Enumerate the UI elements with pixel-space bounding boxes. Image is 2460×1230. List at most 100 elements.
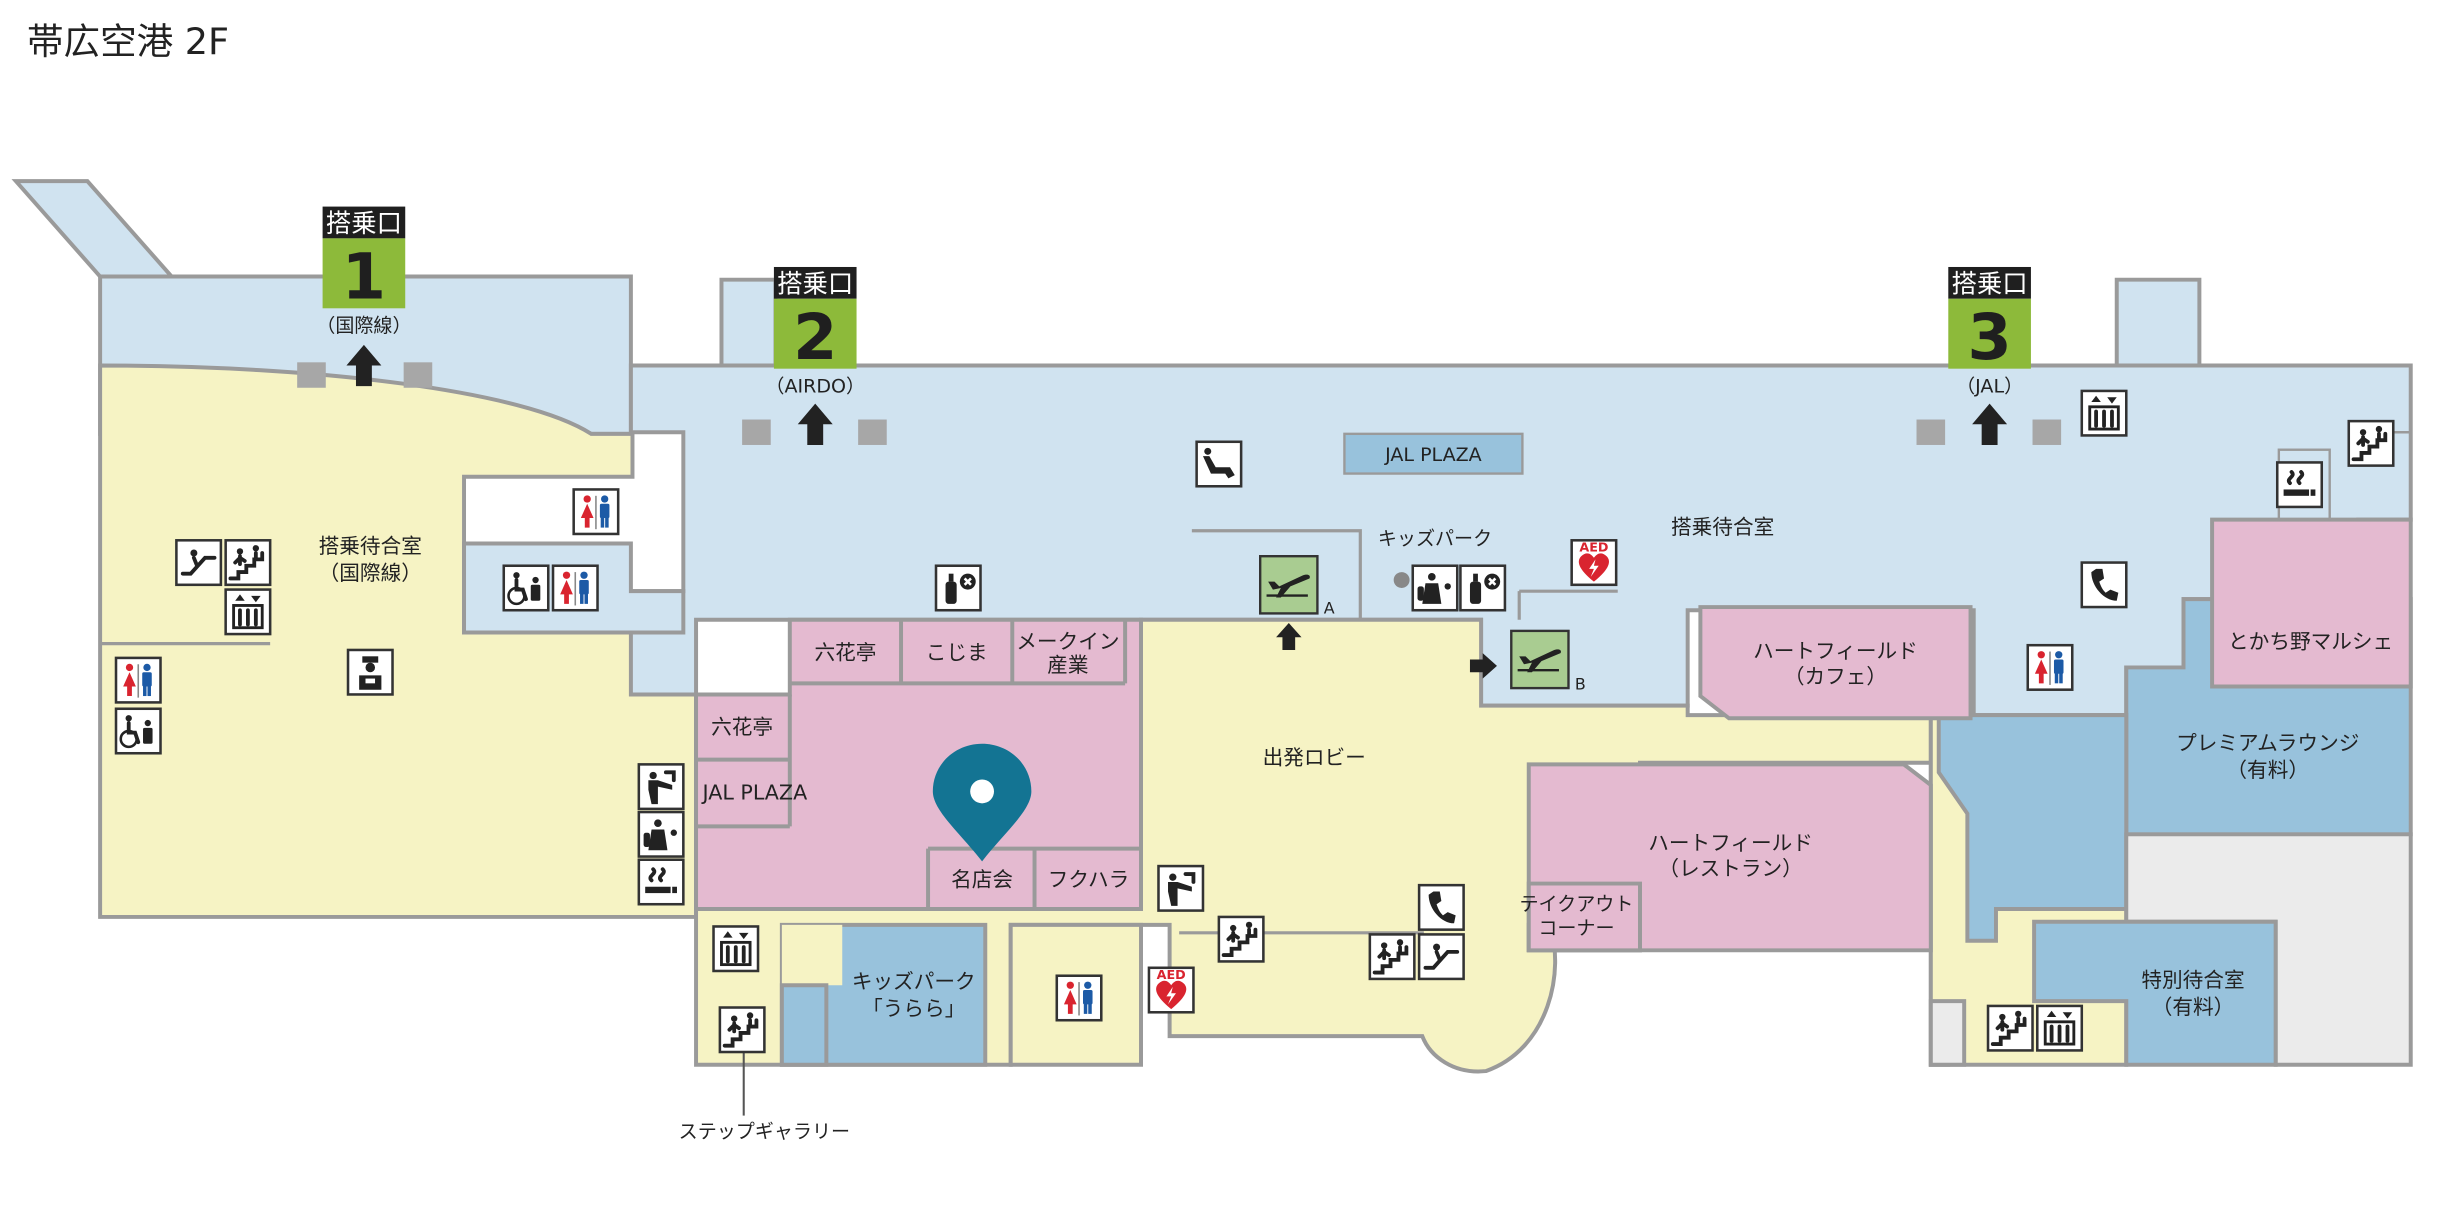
stairs-icon	[1216, 915, 1266, 964]
special-waiting-room-area	[2032, 919, 2278, 1067]
baby-care-icon	[1459, 564, 1507, 612]
accessible-restroom-icon	[501, 563, 551, 613]
stairs-icon	[717, 1005, 767, 1054]
security-label-b: B	[1575, 675, 1586, 694]
security-checkpoint-b[interactable]	[1510, 629, 1570, 690]
arrow-up-icon	[1276, 622, 1302, 650]
tokachino-marche-label[interactable]: とかち野マルシェ	[2228, 629, 2393, 653]
gate2-stub	[719, 277, 778, 368]
elevator-icon	[2035, 1004, 2084, 1053]
restroom-icon	[2026, 643, 2074, 691]
special-waiting-room-line1[interactable]: 特別待合室	[2141, 968, 2244, 992]
guard-icon	[346, 648, 394, 696]
kids-park-urara-line2[interactable]: 「うらら」	[862, 996, 965, 1020]
lounge-corridor	[1936, 713, 2129, 943]
elevator-icon	[223, 587, 273, 636]
premium-lounge-line2[interactable]: （有料）	[2226, 758, 2309, 782]
heartfield-restaurant-line2[interactable]: （レストラン）	[1658, 857, 1802, 881]
gate-2-caption: （AIRDO）	[765, 376, 865, 398]
gate-number: 1	[342, 240, 386, 314]
gate-3-arrow-icon	[1972, 403, 2008, 445]
aed-label: AED	[1579, 539, 1608, 554]
gate-3-badge[interactable]: 搭乗口 3	[1948, 266, 2031, 374]
gate-1-caption: （国際線）	[316, 315, 411, 337]
drinking-fountain-icon	[636, 762, 686, 811]
special-waiting-room-line2[interactable]: （有料）	[2152, 995, 2235, 1019]
heartfield-cafe-line2[interactable]: （カフェ）	[1784, 664, 1887, 688]
intl-waiting-room	[98, 363, 699, 919]
security-checkpoint-a[interactable]	[1259, 555, 1319, 615]
jal-plaza-top[interactable]	[1343, 432, 1524, 475]
jet-bridge-block	[403, 362, 433, 388]
restroom-icon	[572, 488, 620, 536]
gate-2-arrow-icon	[797, 403, 833, 445]
nursing-room-icon	[1411, 564, 1459, 612]
intl-waiting-room-label: 搭乗待合室	[319, 534, 422, 558]
stairs-icon	[1367, 932, 1417, 981]
shop-meitenkai[interactable]: 名店会	[951, 868, 1013, 892]
baby-care-icon	[934, 564, 982, 612]
jet-bridge-block	[742, 419, 771, 445]
gate-3-caption: （JAL）	[1956, 376, 2023, 398]
gate-header: 搭乗口	[326, 208, 402, 238]
shop-rokkatei-1[interactable]: 六花亭	[814, 640, 876, 664]
shop-rokkatei-2[interactable]: 六花亭	[711, 715, 773, 739]
stairs-icon	[223, 538, 273, 587]
shop-block-west	[694, 617, 1143, 911]
service-area-southeast	[1928, 999, 1967, 1067]
heartfield-cafe-line1[interactable]: ハートフィールド	[1753, 639, 1918, 663]
drinking-fountain-icon	[1156, 864, 1205, 913]
gate-2-badge[interactable]: 搭乗口 2	[773, 266, 857, 374]
smoking-room-icon	[2275, 460, 2324, 509]
aed-label: AED	[1157, 967, 1186, 982]
elevator-icon	[711, 924, 760, 973]
premium-lounge-line1[interactable]: プレミアムラウンジ	[2176, 731, 2359, 755]
shop-jal-plaza[interactable]: JAL PLAZA	[700, 780, 807, 804]
urara-side	[779, 983, 829, 1067]
gate-number: 2	[793, 300, 837, 374]
heartfield-restaurant-line1[interactable]: ハートフィールド	[1648, 831, 1813, 855]
stairs-icon	[2346, 419, 2396, 468]
massage-chair-icon	[1195, 440, 1243, 488]
intl-waiting-room-sublabel: （国際線）	[319, 561, 422, 585]
kids-park-urara-line1[interactable]: キッズパーク	[852, 969, 976, 993]
telephone-icon	[2080, 561, 2128, 609]
escalator-icon	[174, 538, 223, 587]
takeout-corner-line1[interactable]: テイクアウト	[1519, 894, 1633, 916]
partition-line	[1517, 589, 1618, 620]
shop-fukuhara[interactable]: フクハラ	[1048, 868, 1130, 892]
urara-notch	[781, 924, 843, 986]
gate-1-arrow-icon	[346, 344, 382, 387]
gate-header: 搭乗口	[777, 268, 853, 298]
domestic-waiting-room-label: 搭乗待合室	[1671, 515, 1774, 539]
tokachino-marche-area	[2210, 517, 2413, 689]
heartfield-cafe-area	[1698, 605, 1973, 721]
page-title: 帯広空港 2F	[27, 20, 229, 63]
takeout-corner-line2[interactable]: コーナー	[1538, 917, 1614, 939]
step-gallery-label: ステップギャラリー	[679, 1121, 850, 1143]
jet-bridge-block	[2032, 419, 2062, 445]
jet-bridge-block	[297, 362, 326, 388]
gate-1-badge[interactable]: 搭乗口 1	[322, 206, 406, 314]
nursing-room-icon	[637, 810, 685, 858]
jet-bridge-block	[1916, 419, 1946, 445]
partition-line	[1191, 529, 1362, 620]
takeout-corner-area	[1526, 881, 1642, 953]
restroom-icon	[1055, 974, 1103, 1022]
shop-kojima[interactable]: こじま	[926, 640, 988, 664]
departure-lobby-label: 出発ロビー	[1263, 745, 1366, 769]
shop-make-in-line2[interactable]: 産業	[1047, 653, 1088, 677]
elevator-icon	[2079, 389, 2129, 438]
shop-make-in-line1[interactable]: メークイン	[1016, 629, 1119, 653]
restroom-icon	[114, 656, 162, 704]
security-label-a: A	[1324, 598, 1335, 617]
jet-bridge-block	[858, 419, 887, 445]
escalator-icon	[1417, 932, 1466, 981]
gate-header: 搭乗口	[1951, 268, 2027, 298]
gate-number: 3	[1968, 300, 2012, 374]
stairs-icon	[1986, 1004, 2035, 1053]
location-pin-icon[interactable]	[932, 743, 1032, 862]
accessible-restroom-icon	[114, 706, 163, 756]
restroom-icon	[551, 564, 599, 612]
